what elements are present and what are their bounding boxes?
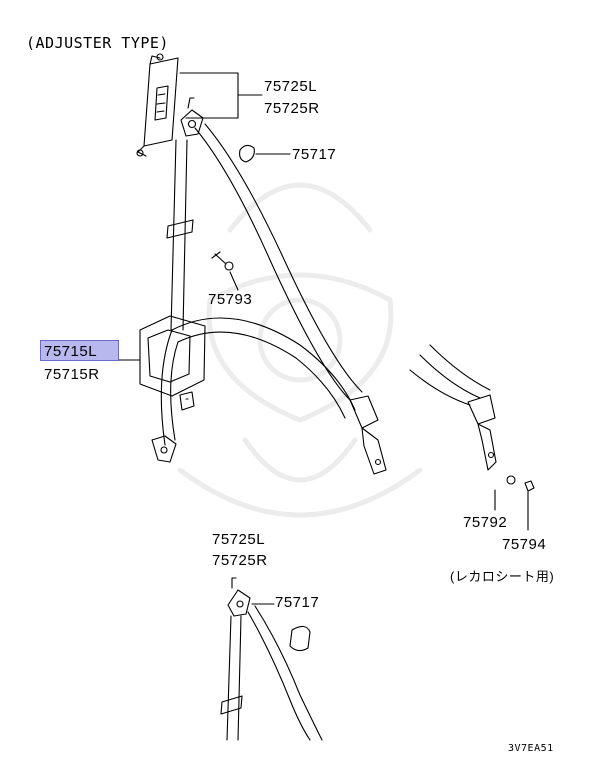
upper-anchor <box>180 97 204 137</box>
cover-bottom <box>289 625 311 652</box>
label-bolt[interactable]: 75793 <box>208 291 253 308</box>
cover-top <box>239 144 291 163</box>
label-anchor-r-top[interactable]: 75725R <box>264 100 320 117</box>
adjuster-rail <box>136 53 179 157</box>
tongue-plate <box>349 395 387 475</box>
highlight-box <box>40 340 119 361</box>
label-retractor-r[interactable]: 75715R <box>44 366 100 383</box>
webbing-lap <box>160 317 356 446</box>
label-anchor-l-top[interactable]: 75725L <box>264 78 318 95</box>
washer-nut <box>494 475 535 531</box>
label-cover-top[interactable]: 75717 <box>292 146 337 163</box>
label-cover-bottom[interactable]: 75717 <box>275 594 320 611</box>
lower-anchor <box>220 577 323 741</box>
label-washer[interactable]: 75792 <box>463 514 508 531</box>
webbing-diagonal <box>194 123 363 401</box>
diagram-code: 3V7EA51 <box>508 743 554 754</box>
label-note: (レカロシート用) <box>450 569 555 584</box>
bolt <box>211 251 239 291</box>
retractor <box>139 315 206 463</box>
label-anchor-r-bottom[interactable]: 75725R <box>212 552 268 569</box>
webbing-vertical <box>166 139 194 331</box>
label-anchor-l-bottom[interactable]: 75725L <box>212 531 266 548</box>
watermark-emblem <box>177 182 423 518</box>
buckle-right <box>409 344 497 471</box>
diagram-title: (ADJUSTER TYPE) <box>26 34 169 52</box>
label-retractor-l[interactable]: 75715L <box>44 343 98 360</box>
label-nut[interactable]: 75794 <box>502 536 547 553</box>
